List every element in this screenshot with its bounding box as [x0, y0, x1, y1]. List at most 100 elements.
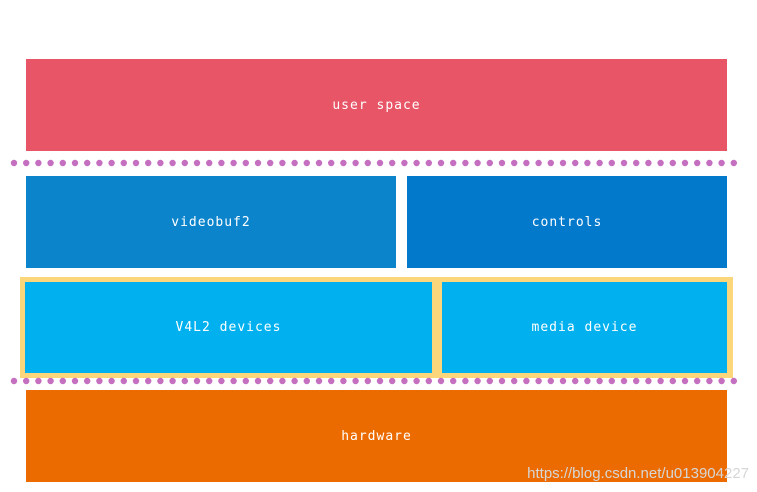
separator-dot — [193, 377, 201, 385]
separator-dot — [328, 159, 335, 167]
separator-dot — [352, 377, 359, 385]
separator-dot — [669, 159, 676, 167]
separator-dot — [206, 377, 213, 385]
separator-dot — [315, 377, 323, 385]
separator-dot — [498, 159, 506, 167]
separator-dot — [59, 159, 66, 167]
separator-dot — [267, 377, 274, 385]
separator-dot — [279, 377, 286, 385]
separator-dot — [328, 377, 335, 385]
separator-dot — [242, 159, 249, 167]
separator-dot — [620, 377, 628, 385]
separator-dot — [511, 377, 518, 385]
separator-dot — [120, 159, 128, 167]
separator-dot — [584, 377, 591, 385]
separator-dot — [291, 377, 298, 385]
separator-dot — [242, 377, 249, 385]
separator-dot — [157, 159, 164, 167]
separator-dot — [511, 159, 518, 167]
separator-dot — [193, 159, 201, 167]
separator-dot — [181, 159, 188, 167]
separator-dot — [608, 159, 615, 167]
separator-dot — [730, 377, 737, 385]
separator-dot — [145, 377, 152, 385]
separator-dot — [230, 377, 237, 385]
separator-dot — [71, 377, 79, 385]
separator-dot — [303, 377, 310, 385]
separator-dot — [169, 159, 176, 167]
separator-dot — [523, 159, 530, 167]
separator-dot — [96, 159, 103, 167]
media-device-block: media device — [442, 282, 727, 373]
separator-dot — [254, 377, 262, 385]
separator-dot — [437, 159, 445, 167]
separator-dot — [730, 159, 737, 167]
controls-block: controls — [407, 176, 727, 268]
separator-dot — [681, 159, 689, 167]
separator-dot — [254, 159, 262, 167]
separator-dot — [450, 377, 457, 385]
separator-dot — [10, 159, 18, 167]
separator-dot — [132, 159, 140, 167]
separator-dot — [498, 377, 506, 385]
separator-dotted-line-top — [10, 159, 737, 167]
hardware-layer: hardware — [26, 390, 727, 482]
separator-dot — [486, 159, 493, 167]
separator-dot — [23, 377, 30, 385]
separator-dot — [486, 377, 493, 385]
separator-dot — [596, 377, 603, 385]
separator-dot — [206, 159, 213, 167]
separator-dot — [462, 377, 469, 385]
separator-dot — [376, 159, 384, 167]
separator-dot — [401, 159, 408, 167]
separator-dot — [450, 159, 457, 167]
separator-dot — [559, 159, 567, 167]
separator-dot — [230, 159, 237, 167]
separator-dot — [608, 377, 615, 385]
separator-dot — [145, 159, 152, 167]
separator-dot — [681, 377, 689, 385]
separator-dot — [108, 159, 115, 167]
separator-dot — [657, 377, 664, 385]
separator-dot — [474, 159, 481, 167]
separator-dot — [462, 159, 469, 167]
separator-dot — [425, 377, 432, 385]
v4l2-devices-block: V4L2 devices — [25, 282, 432, 373]
separator-dot — [96, 377, 103, 385]
separator-dot — [547, 377, 554, 385]
separator-dot — [413, 159, 420, 167]
separator-dot — [706, 159, 713, 167]
separator-dot — [71, 159, 79, 167]
separator-dot — [218, 159, 225, 167]
separator-dot — [364, 377, 371, 385]
separator-dot — [389, 159, 396, 167]
separator-dot — [376, 377, 384, 385]
separator-dot — [10, 377, 18, 385]
separator-dot — [352, 159, 359, 167]
separator-dot — [694, 159, 701, 167]
separator-dot — [572, 159, 579, 167]
separator-dot — [23, 159, 30, 167]
separator-dot — [474, 377, 481, 385]
separator-dot — [559, 377, 567, 385]
separator-dot — [169, 377, 176, 385]
separator-dot — [47, 377, 54, 385]
separator-dot — [59, 377, 66, 385]
separator-dot — [389, 377, 396, 385]
separator-dot — [35, 159, 42, 167]
separator-dot — [340, 377, 347, 385]
separator-dot — [364, 159, 371, 167]
separator-dot — [694, 377, 701, 385]
separator-dot — [84, 377, 91, 385]
separator-dotted-line-bottom — [10, 377, 737, 385]
separator-dot — [718, 377, 725, 385]
separator-dot — [84, 159, 91, 167]
separator-dot — [535, 377, 542, 385]
separator-dot — [718, 159, 725, 167]
separator-dot — [218, 377, 225, 385]
separator-dot — [279, 159, 286, 167]
watermark: https://blog.csdn.net/u013904227 — [527, 465, 749, 482]
separator-dot — [132, 377, 140, 385]
separator-dot — [596, 159, 603, 167]
separator-dot — [315, 159, 323, 167]
